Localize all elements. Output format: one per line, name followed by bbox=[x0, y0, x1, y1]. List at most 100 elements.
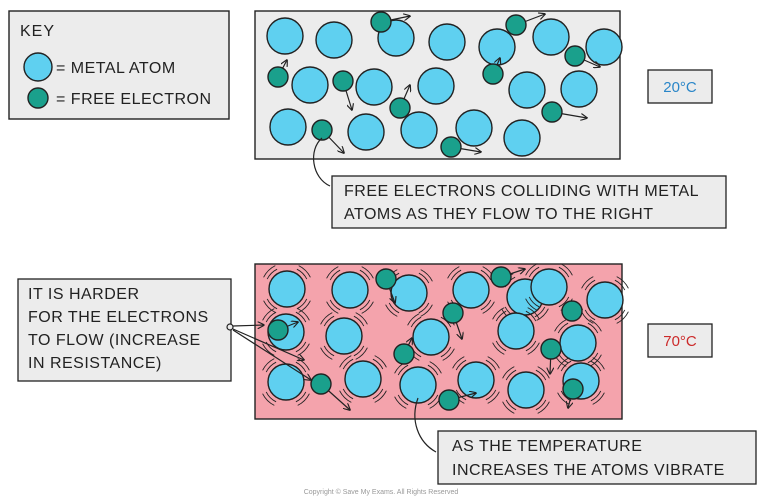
vibration-mark-icon bbox=[450, 269, 462, 281]
metal-atom bbox=[400, 111, 438, 149]
metal-atom-key-label: = METAL ATOM bbox=[56, 60, 176, 77]
vibration-mark-icon bbox=[616, 276, 629, 289]
metal-atom bbox=[417, 67, 455, 105]
vibration-mark-icon bbox=[410, 316, 422, 328]
free-electron bbox=[267, 319, 289, 341]
hot-left-callout-pointers bbox=[226, 324, 311, 380]
cold-temperature-label: 20°C bbox=[663, 79, 697, 96]
vibration-mark-icon bbox=[502, 366, 515, 379]
cold-particles bbox=[266, 11, 623, 158]
vibration-mark-icon bbox=[455, 359, 467, 371]
free-electron bbox=[440, 136, 462, 158]
vibration-mark-icon bbox=[266, 298, 278, 310]
hot-bottom-callout-line-2: INCREASES THE ATOMS VIBRATE bbox=[452, 462, 725, 479]
hot-panel bbox=[254, 263, 629, 420]
vibration-mark-icon bbox=[320, 312, 333, 325]
metal-atom bbox=[530, 268, 568, 306]
vibration-mark-icon bbox=[487, 391, 500, 404]
vibration-mark-icon bbox=[589, 319, 602, 332]
vibration-mark-icon bbox=[614, 279, 626, 291]
free-electron bbox=[482, 63, 504, 85]
vibration-mark-icon bbox=[584, 309, 596, 321]
metal-atom bbox=[585, 28, 623, 66]
metal-atom bbox=[497, 312, 535, 350]
cold-callout-pointer bbox=[313, 137, 331, 187]
vibration-mark-icon bbox=[528, 296, 540, 308]
vibration-mark-icon bbox=[495, 340, 507, 352]
vibration-mark-icon bbox=[418, 302, 430, 314]
vibration-mark-icon bbox=[525, 298, 538, 311]
vibration-mark-icon bbox=[590, 390, 602, 402]
vibration-mark-icon bbox=[560, 390, 572, 402]
vibration-mark-icon bbox=[297, 308, 310, 321]
vibration-mark-icon bbox=[266, 268, 278, 280]
vibration-mark-icon bbox=[420, 304, 433, 317]
metal-atom bbox=[315, 21, 353, 59]
vibration-mark-icon bbox=[536, 308, 549, 321]
free-electron bbox=[370, 11, 392, 33]
vibration-mark-icon bbox=[614, 309, 626, 321]
vibration-mark-icon bbox=[298, 265, 311, 278]
metal-atom-key-icon bbox=[23, 52, 53, 82]
vibration-mark-icon bbox=[527, 342, 540, 355]
vibration-mark-icon bbox=[374, 355, 387, 368]
hot-temperature-label: 70°C bbox=[663, 333, 697, 350]
vibration-mark-icon bbox=[616, 311, 629, 324]
vibration-mark-icon bbox=[355, 312, 368, 325]
free-electron bbox=[505, 14, 527, 36]
metal-atom bbox=[457, 361, 495, 399]
vibration-mark-icon bbox=[295, 341, 307, 353]
vibration-mark-icon bbox=[590, 360, 602, 372]
metal-atom bbox=[267, 363, 305, 401]
metal-atom bbox=[412, 318, 450, 356]
vibration-mark-icon bbox=[263, 265, 276, 278]
vibration-mark-icon bbox=[342, 388, 354, 400]
free-electron bbox=[311, 119, 333, 141]
hot-left-callout-line-2: FOR THE ELECTRONS bbox=[28, 309, 209, 326]
metal-atom bbox=[586, 281, 624, 319]
vibration-mark-icon bbox=[558, 266, 570, 278]
vibration-mark-icon bbox=[262, 308, 275, 321]
vibration-mark-icon bbox=[353, 345, 365, 357]
free-electron-key-label: = FREE ELECTRON bbox=[56, 91, 212, 108]
vibration-mark-icon bbox=[558, 296, 570, 308]
vibration-mark-icon bbox=[397, 364, 409, 376]
vibration-mark-icon bbox=[525, 310, 537, 322]
vibration-mark-icon bbox=[323, 345, 335, 357]
vibration-mark-icon bbox=[527, 307, 540, 320]
vibration-mark-icon bbox=[394, 396, 407, 409]
vibration-mark-icon bbox=[372, 388, 384, 400]
key-box: KEY = METAL ATOM = FREE ELECTRON bbox=[8, 10, 230, 120]
metal-atom bbox=[452, 271, 490, 309]
hot-bottom-callout: AS THE TEMPERATURE INCREASES THE ATOMS V… bbox=[414, 397, 757, 485]
vibration-mark-icon bbox=[296, 268, 308, 280]
free-electron bbox=[561, 300, 583, 322]
vibration-mark-icon bbox=[537, 401, 550, 414]
vibration-mark-icon bbox=[262, 358, 275, 371]
metal-atom bbox=[532, 18, 570, 56]
vibration-mark-icon bbox=[505, 399, 517, 411]
vibration-mark-icon bbox=[557, 357, 570, 370]
hot-bottom-callout-line-1: AS THE TEMPERATURE bbox=[452, 438, 642, 455]
metal-atom bbox=[269, 108, 307, 146]
metal-atom bbox=[344, 360, 382, 398]
vibration-mark-icon bbox=[353, 315, 365, 327]
vibration-mark-icon bbox=[485, 389, 497, 401]
vibration-mark-icon bbox=[361, 301, 374, 314]
vibration-mark-icon bbox=[427, 394, 439, 406]
vibration-mark-icon bbox=[326, 301, 339, 314]
free-electron bbox=[438, 389, 460, 411]
free-electron bbox=[541, 101, 563, 123]
vibration-mark-icon bbox=[440, 346, 452, 358]
vibration-mark-icon bbox=[418, 272, 430, 284]
hot-left-callout-line-1: IT IS HARDER bbox=[28, 286, 140, 303]
hot-left-callout: IT IS HARDER FOR THE ELECTRONS TO FLOW (… bbox=[17, 278, 311, 382]
metal-atom bbox=[268, 270, 306, 308]
vibration-mark-icon bbox=[485, 359, 497, 371]
vibration-mark-icon bbox=[560, 263, 573, 276]
vibration-mark-icon bbox=[265, 341, 277, 353]
vibration-mark-icon bbox=[295, 361, 307, 373]
vibration-mark-icon bbox=[420, 269, 433, 282]
free-electron bbox=[540, 338, 562, 360]
vibration-mark-icon bbox=[592, 392, 605, 405]
